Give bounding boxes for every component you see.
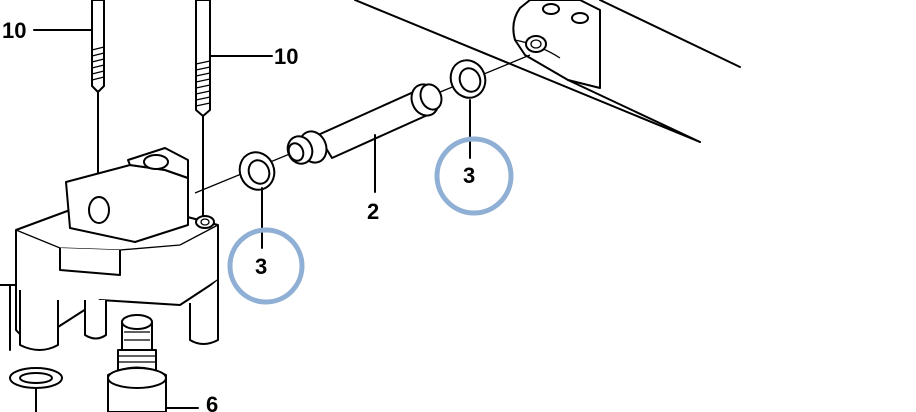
callout-6-valve: 6 [206, 392, 218, 412]
seal-ring-left [238, 151, 276, 191]
callout-3-right: 3 [463, 163, 475, 188]
callout-10-left: 10 [2, 18, 26, 43]
mounting-bracket [0, 147, 219, 351]
highlight-circle-left [227, 227, 305, 305]
callout-3-left: 3 [255, 254, 267, 279]
connecting-tube [286, 83, 443, 165]
callout-leaders [33, 29, 471, 249]
callout-2-tube: 2 [367, 199, 379, 224]
seal-ring-bottom [9, 367, 63, 412]
seal-ring-right [449, 59, 487, 99]
highlight-circle-right [434, 136, 514, 216]
callout-10-right: 10 [274, 44, 298, 69]
valve-part [107, 314, 199, 412]
bolt-left [91, 0, 105, 181]
bolt-right [195, 0, 211, 219]
fuel-rail [354, 0, 741, 143]
